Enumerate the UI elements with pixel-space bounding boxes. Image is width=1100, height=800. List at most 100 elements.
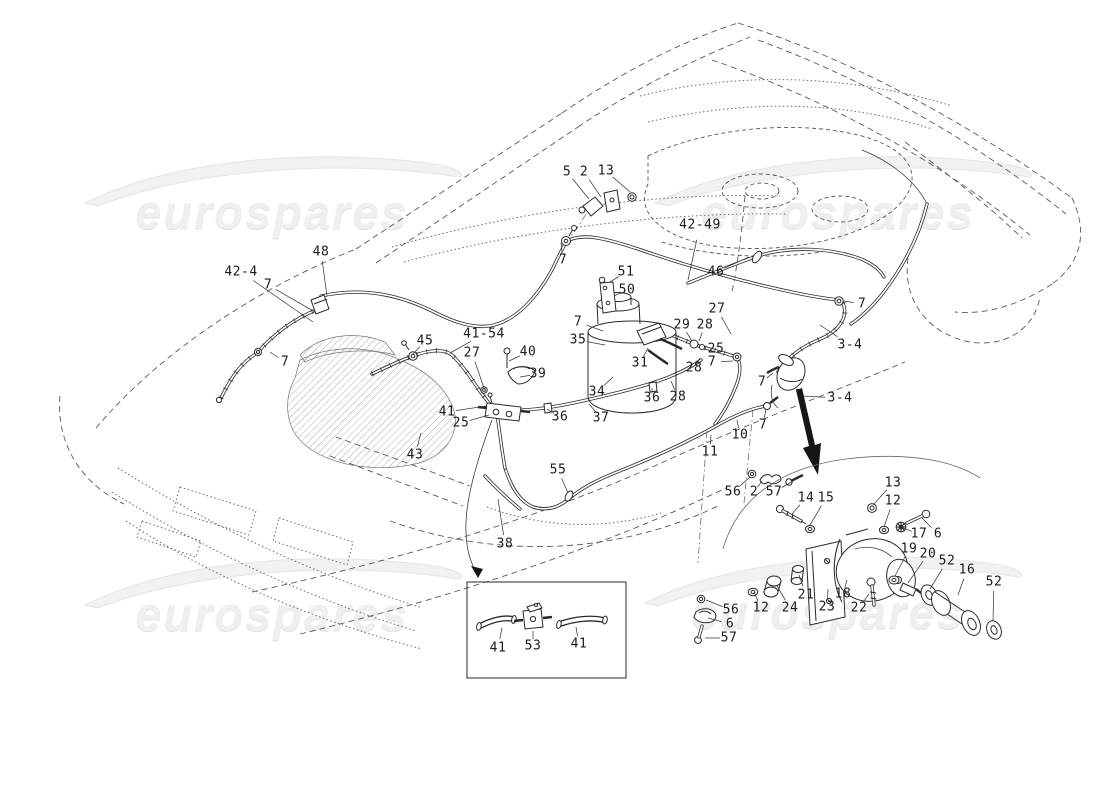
callout-57: 57 (765, 484, 783, 500)
callout-13: 13 (884, 475, 902, 491)
callout-41: 41 (438, 404, 456, 420)
callout-6: 6 (933, 526, 943, 542)
detail-arrow (796, 388, 821, 475)
mount-plate-23 (805, 540, 846, 626)
callout-7: 7 (757, 374, 767, 390)
callout-46: 46 (707, 264, 725, 280)
callout-12: 12 (752, 600, 770, 616)
callout-25: 25 (707, 341, 725, 357)
callout-7: 7 (758, 417, 768, 433)
pipe-end-fitting (763, 402, 771, 410)
callout-7: 7 (707, 354, 717, 370)
callout-51: 51 (617, 264, 635, 280)
callout-21: 21 (797, 587, 815, 603)
callout-40: 40 (519, 344, 537, 360)
callout-15: 15 (817, 490, 835, 506)
small-arrowhead (471, 566, 483, 578)
callout-7: 7 (573, 314, 583, 330)
exploded-pump-detail (693, 503, 1002, 644)
callout-13: 13 (597, 163, 615, 179)
callout-53: 53 (524, 638, 542, 654)
callout-28: 28 (685, 360, 703, 376)
callout-27: 27 (463, 345, 481, 361)
pipe-clip (648, 381, 658, 393)
callout-41: 41 (570, 636, 588, 652)
callout-12: 12 (884, 493, 902, 509)
solenoid-valve (636, 322, 667, 346)
callout-34: 34 (588, 384, 606, 400)
callout-55: 55 (549, 462, 567, 478)
callout-50: 50 (618, 282, 636, 298)
bolt-6 (921, 509, 931, 519)
screw-57 (785, 478, 793, 486)
callout-28: 28 (696, 317, 714, 333)
callout-20: 20 (919, 546, 937, 562)
callout-16: 16 (958, 562, 976, 578)
callout-42-49: 42-49 (679, 217, 721, 233)
charcoal-canister (503, 276, 683, 414)
leader-lines (253, 176, 995, 640)
engine-block (287, 335, 456, 468)
callout-7: 7 (558, 252, 568, 268)
callout-31: 31 (631, 355, 649, 371)
bushing-21 (792, 565, 804, 573)
screw-51 (598, 276, 606, 284)
callout-42-4: 42-4 (224, 264, 258, 280)
clamp-2 (759, 474, 782, 485)
callout-24: 24 (781, 600, 799, 616)
callout-45: 45 (416, 333, 434, 349)
watermark-text: eurospares (135, 185, 409, 239)
hose-end (215, 396, 223, 404)
callout-23: 23 (818, 599, 836, 615)
callout-25: 25 (452, 415, 470, 431)
callout-37: 37 (592, 410, 610, 426)
callout-2: 2 (579, 164, 589, 180)
headlight-pod (272, 517, 354, 566)
filter-16 (931, 590, 951, 616)
bracket-50 (599, 281, 617, 314)
front-fascia (111, 467, 423, 650)
callout-36: 36 (551, 409, 569, 425)
callout-17: 17 (910, 526, 928, 542)
callout-3-4: 3-4 (827, 390, 853, 406)
inline-union-55 (564, 490, 574, 502)
headlight-pod (172, 486, 257, 536)
callout-10: 10 (731, 427, 749, 443)
callout-56: 56 (724, 484, 742, 500)
callout-41: 41 (489, 640, 507, 656)
callout-38: 38 (496, 536, 514, 552)
callout-35: 35 (569, 332, 587, 348)
callout-7: 7 (857, 296, 867, 312)
watermark-swooshes (83, 156, 1032, 609)
junction-manifold (484, 402, 522, 422)
callout-22: 22 (850, 600, 868, 616)
valve-20 (899, 582, 917, 597)
callout-2: 2 (749, 484, 759, 500)
callout-7: 7 (280, 354, 290, 370)
callout-6: 6 (725, 616, 735, 632)
detail-leader-curve (465, 419, 493, 576)
callout-29: 29 (673, 317, 691, 333)
callout-14: 14 (797, 490, 815, 506)
callout-41-54: 41-54 (463, 326, 505, 342)
callout-48: 48 (312, 244, 330, 260)
callout-52: 52 (938, 553, 956, 569)
callout-3-4: 3-4 (837, 337, 863, 353)
bolt-set-56-2-57 (747, 469, 804, 486)
callout-52: 52 (985, 574, 1003, 590)
union-fitting (689, 339, 699, 349)
callout-28: 28 (669, 389, 687, 405)
grommet-24 (766, 575, 782, 587)
grille (136, 520, 202, 558)
detail-ellipse-arc (722, 455, 981, 550)
callout-39: 39 (529, 366, 547, 382)
callout-19: 19 (900, 541, 918, 557)
callout-5: 5 (562, 164, 572, 180)
callout-7: 7 (263, 277, 273, 293)
callout-43: 43 (406, 447, 424, 463)
callout-57: 57 (720, 630, 738, 646)
callout-18: 18 (834, 586, 852, 602)
sensor-5 (582, 196, 604, 217)
